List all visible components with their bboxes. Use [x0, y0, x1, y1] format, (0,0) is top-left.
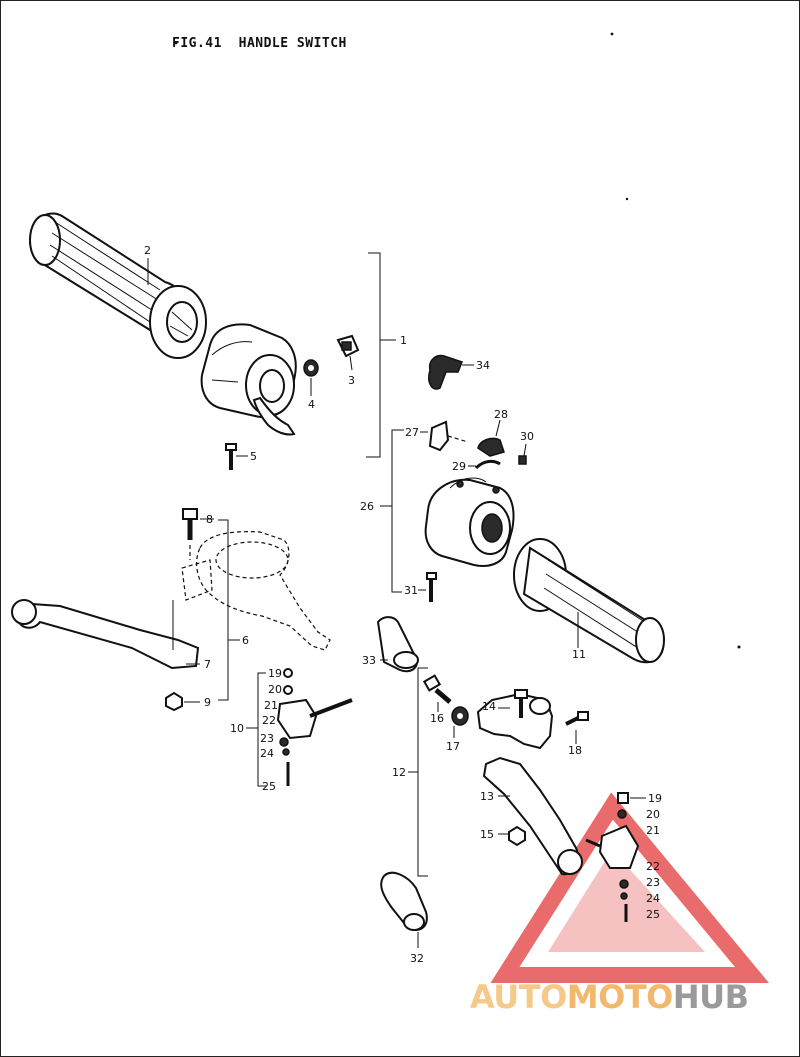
callout-23-left: 23	[260, 732, 274, 745]
callout-25-left: 25	[262, 780, 276, 793]
leader-lines	[147, 258, 646, 948]
part-8-bolt	[182, 508, 198, 540]
callout-20-left: 20	[268, 683, 282, 696]
left-clutch-lever-assembly	[11, 531, 331, 670]
bracket-1	[366, 252, 381, 458]
callout-2: 2	[144, 244, 151, 257]
scan-specks	[174, 32, 741, 649]
callout-28: 28	[494, 408, 508, 421]
callout-33: 33	[362, 654, 376, 667]
part-27-bracket	[428, 420, 469, 452]
part-5-screw	[225, 443, 237, 470]
part-28-lever	[477, 437, 505, 457]
right-switch-housing	[424, 477, 515, 567]
callout-1: 1	[400, 334, 407, 347]
watermark-part-moto: MOTO	[566, 978, 674, 1016]
callout-21-right: 21	[646, 824, 660, 837]
right-stop-switch	[585, 792, 640, 922]
callout-18: 18	[568, 744, 582, 757]
callout-16: 16	[430, 712, 444, 725]
callout-21-left: 21	[264, 699, 278, 712]
callout-22-right: 22	[646, 860, 660, 873]
callout-4: 4	[308, 398, 315, 411]
figure-name: HANDLE SWITCH	[238, 36, 347, 51]
part-14-bolt	[514, 689, 528, 718]
callout-31: 31	[404, 584, 418, 597]
callout-30: 30	[520, 430, 534, 443]
callout-26: 26	[360, 500, 374, 513]
callout-19-right: 19	[648, 792, 662, 805]
part-30-screw	[518, 455, 527, 465]
right-grip	[513, 538, 665, 664]
left-switch-housing	[200, 323, 297, 436]
callout-3: 3	[348, 374, 355, 387]
callout-29: 29	[452, 460, 466, 473]
part-34-lever	[428, 354, 463, 390]
part-15-nut	[508, 825, 526, 847]
callout-22-left: 22	[262, 714, 276, 727]
callout-32: 32	[410, 952, 424, 965]
callout-7: 7	[204, 658, 211, 671]
bracket-12	[417, 667, 428, 877]
callout-10: 10	[230, 722, 244, 735]
callout-12: 12	[392, 766, 406, 779]
callout-11: 11	[572, 648, 586, 661]
part-31-screw	[426, 572, 437, 602]
bracket-26	[391, 429, 404, 593]
part-33-boot	[376, 616, 419, 673]
callout-27: 27	[405, 426, 419, 439]
left-stop-switch	[276, 668, 353, 786]
part-17-nut	[451, 706, 469, 726]
left-grip	[29, 212, 207, 359]
callout-25-right: 25	[646, 908, 660, 921]
part-29-spring	[474, 459, 501, 470]
right-brake-lever-assembly	[476, 692, 583, 876]
callout-labels: 2 1 3 4 5 34 28 27 30 29 26 31 11 8 6 7 …	[144, 244, 662, 965]
callout-34: 34	[476, 359, 490, 372]
callout-8: 8	[206, 513, 213, 526]
bracket-6	[218, 519, 229, 701]
callout-24-right: 24	[646, 892, 660, 905]
callout-5: 5	[250, 450, 257, 463]
part-3-collar	[336, 334, 360, 358]
part-18-screw	[565, 711, 589, 726]
callout-23-right: 23	[646, 876, 660, 889]
callout-20-right: 20	[646, 808, 660, 821]
watermark-part-auto: AUTO	[470, 978, 567, 1016]
bracket-10	[257, 672, 266, 787]
callout-24-left: 24	[260, 747, 274, 760]
watermark-triangle	[490, 792, 770, 983]
part-9-nut	[165, 691, 183, 712]
part-16-bolt	[422, 674, 452, 704]
callout-9: 9	[204, 696, 211, 709]
part-32-boot	[380, 871, 428, 931]
watermark-logo: AUTOMOTOHUB	[470, 978, 749, 1016]
part-4-nut	[303, 359, 319, 377]
callout-15: 15	[480, 828, 494, 841]
callout-6: 6	[242, 634, 249, 647]
watermark-part-hub: HUB	[672, 978, 749, 1016]
callout-19-left: 19	[268, 667, 282, 680]
callout-14: 14	[482, 700, 496, 713]
figure-number: FIG.41	[172, 36, 222, 51]
figure-title: FIG.41 HANDLE SWITCH	[172, 36, 347, 51]
callout-13: 13	[480, 790, 494, 803]
callout-17: 17	[446, 740, 460, 753]
